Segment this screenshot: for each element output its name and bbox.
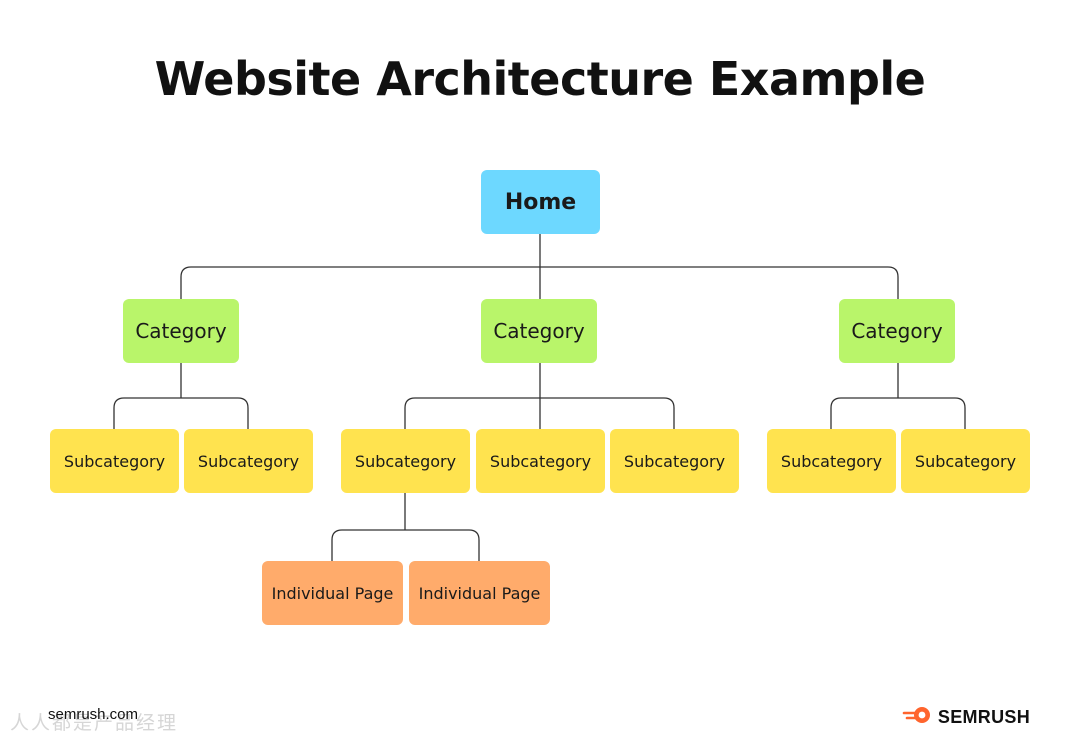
category-node-2: Category	[481, 299, 597, 363]
home-node: Home	[481, 170, 600, 234]
subcategory-node-3-2: Subcategory	[901, 429, 1030, 493]
connector-cat2-branch	[404, 397, 675, 429]
connector-sub-branch	[331, 529, 480, 561]
subcategory-node-1-2: Subcategory	[184, 429, 313, 493]
subcategory-node-1-1: Subcategory	[50, 429, 179, 493]
subcategory-node-2-2: Subcategory	[476, 429, 605, 493]
semrush-flame-icon	[902, 704, 932, 730]
individual-page-node-2: Individual Page	[409, 561, 550, 625]
watermark: 人人都是产品经理	[10, 712, 179, 734]
subcategory-node-2-1: Subcategory	[341, 429, 470, 493]
category-node-3: Category	[839, 299, 955, 363]
brand-name: SEMRUSH	[937, 706, 1030, 727]
site-url: semrush.com	[48, 706, 139, 723]
brand-logo: SEMRUSH	[902, 704, 1030, 730]
subcategory-node-2-3: Subcategory	[610, 429, 739, 493]
category-node-1: Category	[123, 299, 239, 363]
connector-cat1-branch	[113, 397, 249, 429]
diagram-title: Website Architecture Example	[154, 52, 926, 106]
subcategory-node-3-1: Subcategory	[767, 429, 896, 493]
connector-cat3-branch	[830, 397, 966, 429]
individual-page-node-1: Individual Page	[262, 561, 403, 625]
